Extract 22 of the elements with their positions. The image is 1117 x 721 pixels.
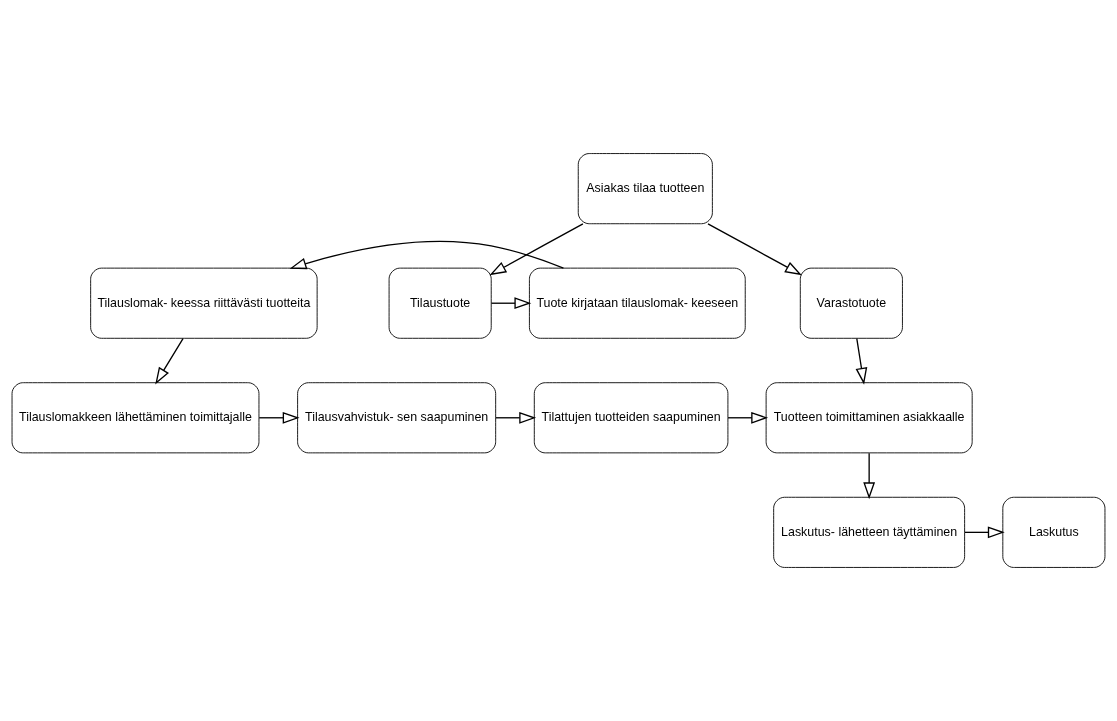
node-box: Tilaustuote <box>388 267 492 339</box>
arrow <box>495 411 537 424</box>
arrow <box>855 337 868 385</box>
arrow <box>863 452 876 500</box>
arrow <box>289 240 565 270</box>
node-box: Tilauslomak- keessa riittävästi tuotteita <box>90 267 318 339</box>
arrow <box>155 337 184 385</box>
arrow <box>964 526 1005 539</box>
arrow <box>707 223 802 276</box>
node-box: Asiakas tilaa tuotteen <box>577 153 713 225</box>
node-box: Laskutus- lähetteen täyttäminen <box>773 496 966 568</box>
arrow <box>258 411 300 424</box>
node-box: Laskutus <box>1002 496 1106 568</box>
arrow <box>490 297 532 310</box>
node-box: Tuotteen toimittaminen asiakkaalle <box>765 382 973 454</box>
node-box: Tuote kirjataan tilauslomak- keeseen <box>528 267 746 339</box>
node-box: Tilattujen tuotteiden saapuminen <box>533 382 729 454</box>
arrow <box>489 223 584 276</box>
node-box: Tilausvahvistuk- sen saapuminen <box>297 382 497 454</box>
node-box: Varastotuote <box>799 267 903 339</box>
arrow <box>727 411 769 424</box>
node-box: Tilauslomakkeen lähettäminen toimittajalle <box>11 382 260 454</box>
